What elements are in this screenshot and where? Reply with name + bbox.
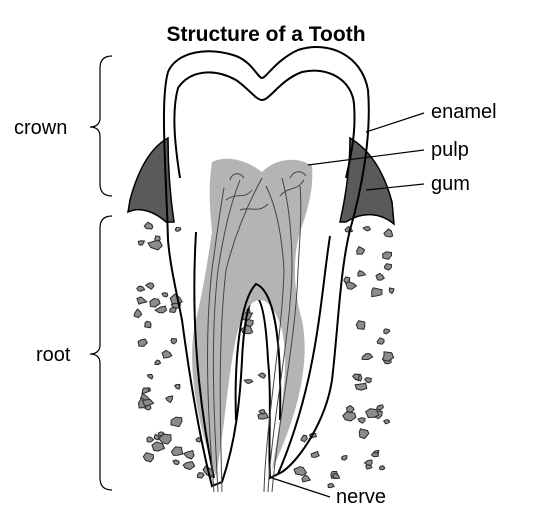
bone-particle (144, 282, 155, 290)
bone-particle (352, 373, 360, 382)
bone-particle (136, 296, 148, 305)
pulp (192, 158, 313, 476)
bone-particle (172, 459, 180, 466)
bone-particle (363, 459, 373, 466)
bone-particle (375, 272, 386, 281)
bone-particle (361, 353, 374, 361)
bone-particle (147, 240, 163, 251)
bone-particle (258, 408, 266, 415)
bone-particle (364, 377, 372, 384)
bone-particle (378, 465, 386, 471)
bone-particle (136, 285, 146, 292)
bone-particle (240, 324, 254, 335)
bone-particle (327, 483, 335, 489)
root-fork (234, 282, 282, 421)
bone-particle (382, 251, 392, 260)
bone-particle (174, 383, 181, 390)
bone-particle (376, 337, 385, 345)
bone-particle (141, 398, 155, 407)
bone-particle (143, 221, 154, 230)
bone-particle (301, 474, 312, 483)
bone-particle (170, 446, 184, 456)
bone-particle (365, 408, 380, 419)
bone-particle (383, 263, 393, 271)
bone-particle (133, 308, 143, 319)
bone-particle (383, 328, 391, 335)
bone-particle (257, 412, 269, 420)
bone-particle (182, 461, 196, 471)
nerve-label: nerve (336, 486, 386, 508)
gum-left (127, 136, 175, 223)
enamel-leader (365, 112, 425, 133)
diagram-title: Structure of a Tooth (166, 23, 365, 46)
bone-particle (354, 382, 368, 391)
bone-particle (345, 280, 358, 290)
bone-particle (383, 228, 394, 238)
bone-particle (355, 320, 366, 330)
bone-particle (141, 387, 150, 395)
bone-particle (381, 351, 395, 362)
bone-particle (371, 287, 383, 298)
pulp-label: pulp (431, 139, 469, 161)
bone-particle (370, 452, 380, 458)
bone-particle (345, 405, 355, 414)
bone-particle (144, 320, 152, 329)
bone-particle (137, 240, 146, 246)
bone-particle (170, 416, 183, 428)
bone-particle (149, 297, 161, 308)
bone-particle (376, 404, 384, 411)
bone-particle (357, 417, 366, 424)
pulp-leader (307, 149, 425, 166)
bone-particle (165, 395, 174, 404)
root-label: root (36, 344, 71, 366)
bone-particle (310, 450, 320, 458)
enamel-boundary (173, 69, 356, 179)
bone-particle (362, 226, 372, 232)
bone-particle (142, 452, 154, 463)
enamel-label: enamel (431, 101, 497, 123)
bone-particle (357, 269, 367, 277)
bone-particle (293, 466, 308, 476)
bone-particle (157, 433, 172, 445)
nerve-fibers (207, 171, 307, 493)
bone-particle (169, 307, 177, 314)
gum-leader (365, 183, 425, 191)
bone-particle (137, 338, 148, 347)
tooth-outline (162, 46, 370, 488)
bone-particle (146, 374, 154, 380)
bone-particle (182, 450, 195, 460)
bone-particle (257, 372, 267, 379)
bone-particle (340, 454, 348, 461)
bone-particle (382, 419, 391, 425)
bone-particle (146, 436, 155, 443)
bone-particle (342, 411, 357, 422)
bone-particle (300, 434, 308, 443)
bone-particle (161, 292, 169, 298)
bone-particle (196, 472, 205, 479)
bone-particles (133, 221, 395, 489)
bone-particle (151, 441, 166, 452)
bone-particle (358, 428, 370, 440)
root-inner-right (277, 235, 331, 475)
bone-particle (154, 305, 167, 314)
bone-particle (170, 337, 178, 345)
bone-particle (243, 378, 254, 385)
root-inner-left (193, 231, 215, 479)
gum-label: gum (431, 173, 470, 195)
nerve-leader (271, 477, 331, 498)
bone-particle (388, 287, 395, 295)
crown-bracket (89, 55, 113, 197)
root-bracket (89, 215, 113, 491)
crown-label: crown (14, 117, 67, 139)
bone-particle (161, 349, 173, 359)
bone-particle (174, 226, 182, 232)
bone-particle (154, 359, 162, 366)
bone-particle (356, 245, 365, 255)
bone-particle (331, 472, 341, 480)
